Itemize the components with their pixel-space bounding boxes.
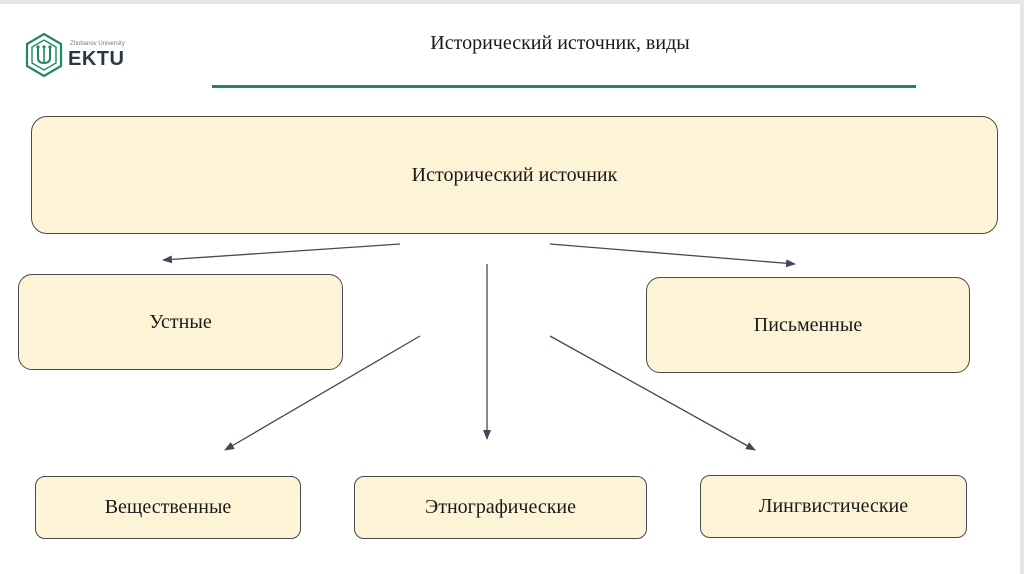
university-logo: Zhubanov University EKTU	[24, 32, 136, 82]
node-linguistic-label: Лингвистические	[758, 495, 909, 517]
node-ethnographic-label: Этнографические	[425, 496, 576, 518]
logo-caption: Zhubanov University	[70, 41, 125, 47]
arrow-to-material	[224, 335, 421, 451]
node-written: Письменные	[646, 277, 970, 373]
page-title: Исторический источник, виды	[430, 32, 690, 54]
arrow-to-written	[549, 243, 796, 268]
logo-brand-text: EKTU	[68, 48, 125, 70]
node-oral-label: Устные	[149, 310, 212, 333]
node-material-label: Вещественные	[104, 496, 232, 518]
arrow-to-oral	[162, 243, 401, 264]
root-node: Исторический источник	[31, 116, 998, 234]
node-written-label: Письменные	[753, 313, 863, 336]
root-node-label: Исторический источник	[411, 163, 618, 186]
node-oral: Устные	[18, 274, 343, 370]
logo-emblem-icon	[25, 32, 63, 78]
slide-right-border	[1020, 0, 1024, 574]
arrow-to-linguistic	[549, 335, 756, 451]
title-underline	[212, 85, 916, 88]
node-ethnographic: Этнографические	[354, 476, 647, 539]
node-linguistic: Лингвистические	[700, 475, 967, 538]
slide-top-border	[0, 0, 1024, 4]
node-material: Вещественные	[35, 476, 301, 539]
